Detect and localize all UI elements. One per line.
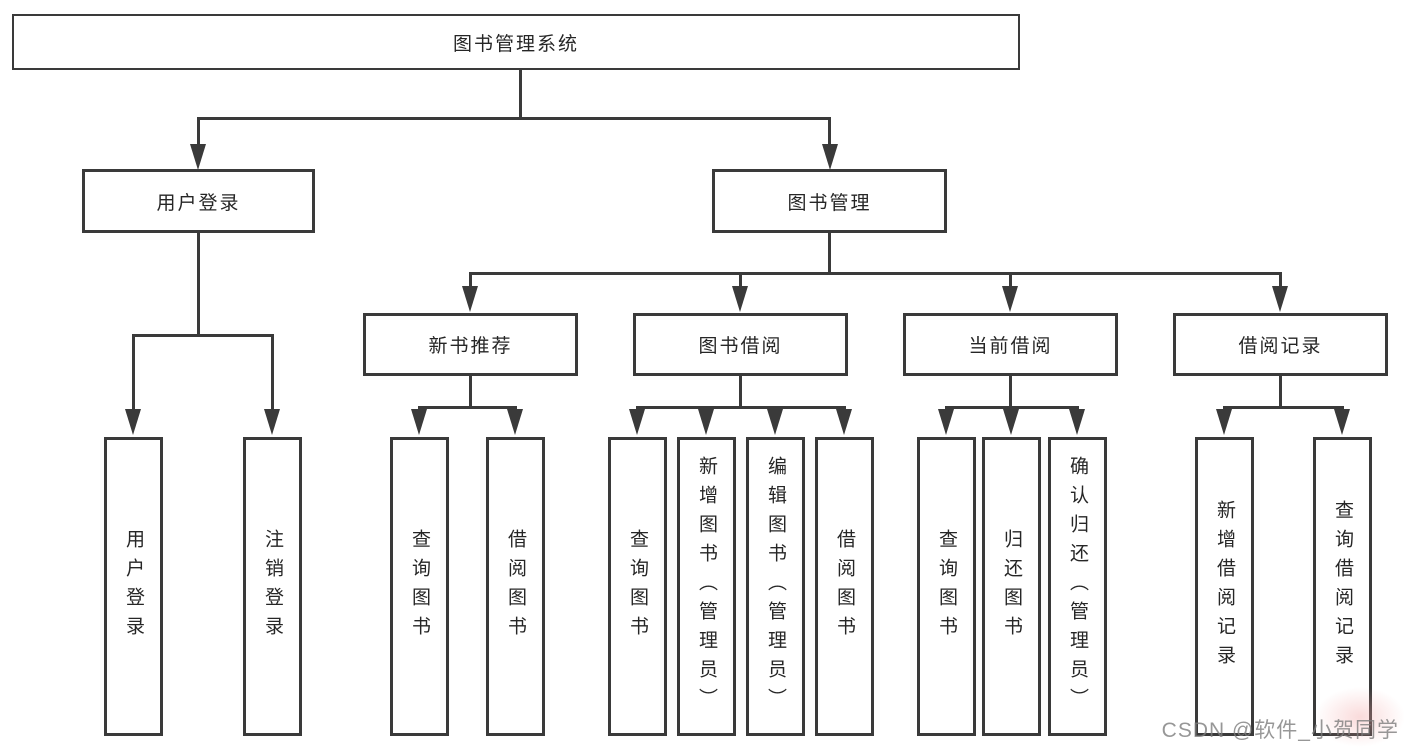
connector-line xyxy=(469,272,472,288)
leaf-query-borrow-record-label: 查询借阅记录 xyxy=(1332,499,1353,674)
leaf-edit-book-admin: 编辑图书（管理员） xyxy=(746,437,805,736)
leaf-query-books-borrowing: 查询图书 xyxy=(608,437,667,736)
leaf-query-borrow-record: 查询借阅记录 xyxy=(1313,437,1372,736)
node-new-book-recommend: 新书推荐 xyxy=(363,313,578,376)
leaf-confirm-return-admin: 确认归还（管理员） xyxy=(1048,437,1107,736)
leaf-confirm-return-admin-label: 确认归还（管理员） xyxy=(1067,456,1088,717)
node-borrowing-records-label: 借阅记录 xyxy=(1238,336,1323,357)
connector-line xyxy=(519,70,522,119)
node-current-borrowing: 当前借阅 xyxy=(903,313,1118,376)
arrowhead-down-icon xyxy=(1002,286,1018,312)
node-book-borrowing-label: 图书借阅 xyxy=(698,336,783,357)
arrowhead-down-icon xyxy=(264,409,280,435)
leaf-logout: 注销登录 xyxy=(243,437,302,736)
node-library-system: 图书管理系统 xyxy=(12,14,1020,70)
connector-line xyxy=(197,117,831,120)
leaf-add-borrow-record-label: 新增借阅记录 xyxy=(1214,499,1235,674)
leaf-user-login: 用户登录 xyxy=(104,437,163,736)
leaf-borrow-books-label: 借阅图书 xyxy=(834,528,855,645)
connector-line xyxy=(469,376,472,409)
arrowhead-down-icon xyxy=(1272,286,1288,312)
connector-line xyxy=(418,406,517,409)
leaf-add-book-admin: 新增图书（管理员） xyxy=(677,437,736,736)
connector-line xyxy=(132,334,135,412)
arrowhead-down-icon xyxy=(1069,409,1085,435)
leaf-borrow-books: 借阅图书 xyxy=(815,437,874,736)
leaf-query-books-current-label: 查询图书 xyxy=(936,528,957,645)
connector-line xyxy=(1223,406,1344,409)
connector-line xyxy=(197,233,200,336)
arrowhead-down-icon xyxy=(411,409,427,435)
node-book-borrowing: 图书借阅 xyxy=(633,313,848,376)
node-user-login-label: 用户登录 xyxy=(156,192,241,214)
leaf-edit-book-admin-label: 编辑图书（管理员） xyxy=(765,456,786,717)
node-book-management-label: 图书管理 xyxy=(787,192,872,214)
arrowhead-down-icon xyxy=(629,409,645,435)
leaf-user-login-label: 用户登录 xyxy=(123,528,144,645)
connector-line xyxy=(739,376,742,409)
connector-line xyxy=(1009,272,1012,288)
arrowhead-down-icon xyxy=(938,409,954,435)
connector-line xyxy=(132,334,274,337)
leaf-return-books-label: 归还图书 xyxy=(1001,528,1022,645)
connector-line xyxy=(1009,376,1012,409)
arrowhead-down-icon xyxy=(767,409,783,435)
connector-line xyxy=(828,233,831,274)
arrowhead-down-icon xyxy=(462,286,478,312)
arrowhead-down-icon xyxy=(1216,409,1232,435)
node-user-login: 用户登录 xyxy=(82,169,315,233)
arrowhead-down-icon xyxy=(1003,409,1019,435)
arrowhead-down-icon xyxy=(190,144,206,170)
connector-line xyxy=(828,117,831,147)
node-new-book-recommend-label: 新书推荐 xyxy=(428,336,513,357)
connector-line xyxy=(197,117,200,147)
leaf-add-borrow-record: 新增借阅记录 xyxy=(1195,437,1254,736)
connector-line xyxy=(1279,376,1282,409)
node-current-borrowing-label: 当前借阅 xyxy=(968,336,1053,357)
node-borrowing-records: 借阅记录 xyxy=(1173,313,1388,376)
connector-line xyxy=(469,272,1282,275)
arrowhead-down-icon xyxy=(1334,409,1350,435)
leaf-return-books: 归还图书 xyxy=(982,437,1041,736)
arrowhead-down-icon xyxy=(732,286,748,312)
arrowhead-down-icon xyxy=(822,144,838,170)
watermark-blush xyxy=(1315,687,1405,747)
arrowhead-down-icon xyxy=(507,409,523,435)
node-book-management: 图书管理 xyxy=(712,169,947,233)
connector-line xyxy=(739,272,742,288)
leaf-borrow-books-recommend: 借阅图书 xyxy=(486,437,545,736)
leaf-query-books-current: 查询图书 xyxy=(917,437,976,736)
connector-line xyxy=(636,406,846,409)
leaf-add-book-admin-label: 新增图书（管理员） xyxy=(696,456,717,717)
leaf-logout-label: 注销登录 xyxy=(262,528,283,645)
leaf-query-books-borrowing-label: 查询图书 xyxy=(627,528,648,645)
watermark: CSDN @软件_小贺同学 xyxy=(1161,719,1399,742)
leaf-borrow-books-recommend-label: 借阅图书 xyxy=(505,528,526,645)
connector-line xyxy=(271,334,274,412)
connector-line xyxy=(1279,272,1282,288)
connector-line xyxy=(945,406,1079,409)
arrowhead-down-icon xyxy=(836,409,852,435)
leaf-query-books-recommend: 查询图书 xyxy=(390,437,449,736)
node-library-system-label: 图书管理系统 xyxy=(452,33,579,55)
arrowhead-down-icon xyxy=(125,409,141,435)
arrowhead-down-icon xyxy=(698,409,714,435)
leaf-query-books-recommend-label: 查询图书 xyxy=(409,528,430,645)
